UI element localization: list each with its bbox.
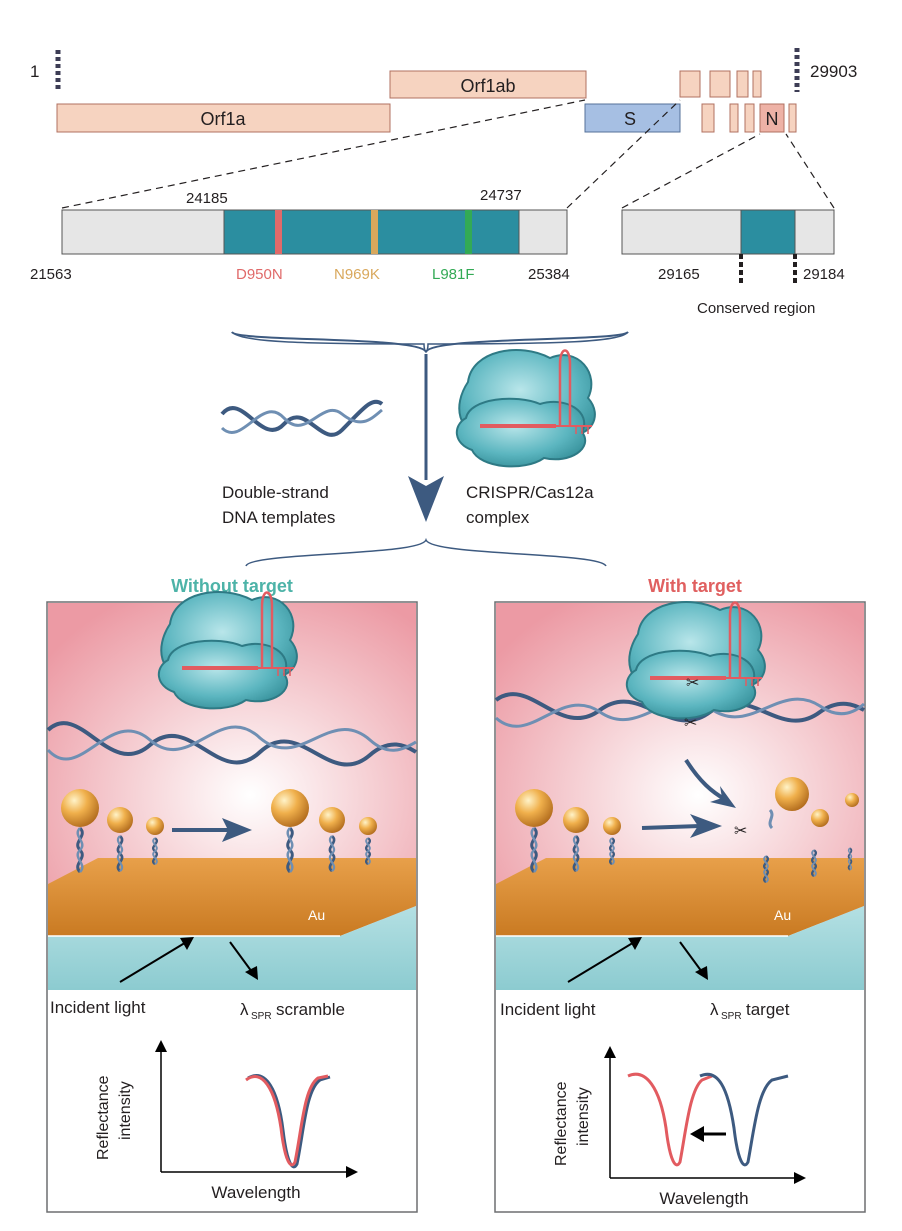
n-region-markers [739, 254, 797, 286]
left-gold-film [48, 858, 416, 936]
right-reflected-arrow [679, 941, 703, 973]
upper-brace-left [231, 331, 427, 353]
right-panel: Au ✂ ✂ ✂ Incident light λ S [494, 600, 866, 1213]
left-incident-arrow [119, 940, 189, 983]
orf1ab-label: Orf1ab [460, 76, 515, 96]
left-lambda-subscript: SPR [251, 1011, 272, 1022]
s-gene-label: S [624, 109, 636, 129]
n-detail-bar [621, 209, 835, 255]
left-incident-arrowhead [180, 937, 194, 950]
s-right-pos-label: 25384 [528, 266, 570, 283]
left-xlabel: Wavelength [211, 1183, 300, 1202]
orf1a-box [56, 103, 391, 133]
right-reflectance-plot: Reflectance intensity Wavelength [553, 1046, 806, 1208]
left-incident-label: Incident light [50, 998, 146, 1017]
mutation-l981f-marker [465, 210, 472, 254]
zoom-lines [61, 99, 835, 209]
mutation-n969k-marker [371, 210, 378, 254]
right-shift-arrowhead [690, 1126, 704, 1142]
right-panel-title: With target [648, 576, 742, 596]
left-panel: Au Incident light λ SPR scramble [46, 590, 418, 1213]
right-incident-arrow [567, 940, 637, 983]
n-conserved-region [740, 209, 796, 255]
s-left-pos-label: 21563 [30, 266, 72, 283]
s-region-start-label: 24185 [186, 190, 228, 207]
s-gene-detail: 24185 24737 21563 25384 D950N N969K L981… [30, 187, 570, 283]
n-left-pos-label: 29165 [658, 266, 700, 283]
lower-brace [245, 537, 607, 567]
right-cleave-arrowhead [710, 786, 736, 808]
s-region-end-label: 24737 [480, 187, 522, 204]
right-process-arrowhead [690, 814, 722, 838]
genome-end-label: 29903 [810, 62, 857, 81]
genome-map: 1 29903 Orf1a Orf1ab S N [30, 48, 857, 209]
right-reflected-arrowhead [695, 966, 708, 980]
left-process-arrowhead [222, 818, 252, 842]
n-conserved-caption: Conserved region [697, 300, 815, 317]
left-reflectance-plot: Reflectance intensity Wavelength [95, 1040, 358, 1202]
left-lambda-symbol: λ [240, 1000, 249, 1019]
n-right-pos-label: 29184 [803, 266, 845, 283]
right-lambda-subscript: SPR [721, 1011, 742, 1022]
mutation-n969k-label: N969K [334, 266, 380, 283]
scissors-icon: ✂ [686, 673, 699, 692]
dna-label-line1: Double-strand [222, 483, 329, 502]
right-probes [515, 777, 859, 884]
right-process-arrow [641, 824, 701, 830]
orf1ab-box [389, 70, 587, 99]
right-incident-label: Incident light [500, 1000, 596, 1019]
left-crispr-complex [156, 590, 299, 711]
n-gene-detail: 29165 29184 Conserved region [621, 209, 845, 317]
right-ylabel-line1: Reflectance [553, 1081, 570, 1166]
n-gene-label: N [766, 109, 779, 129]
left-ylabel-line2: intensity [117, 1081, 134, 1140]
mutation-d950n-label: D950N [236, 266, 283, 283]
right-incident-arrowhead [628, 937, 642, 950]
left-curve-sample [245, 1074, 329, 1167]
right-au-label: Au [774, 907, 791, 923]
orf1a-label: Orf1a [200, 109, 246, 129]
mutation-d950n-marker [275, 210, 282, 254]
n-gene-box [759, 103, 785, 133]
left-ylabel-line1: Reflectance [95, 1075, 112, 1160]
upper-brace-right [425, 331, 629, 353]
mutation-l981f-label: L981F [432, 266, 475, 283]
right-curve-scramble [699, 1072, 789, 1167]
genome-start-label: 1 [30, 62, 39, 81]
crispr-label-line1: CRISPR/Cas12a [466, 483, 594, 502]
s-gene-box [584, 103, 681, 133]
left-lambda-suffix: scramble [276, 1000, 345, 1019]
right-crispr-complex [624, 600, 767, 721]
dna-label-line2: DNA templates [222, 508, 335, 527]
right-lambda-suffix: target [746, 1000, 790, 1019]
flow-arrow-head [408, 476, 444, 522]
scissors-icon: ✂ [734, 821, 747, 840]
crispr-label-line2: complex [466, 508, 530, 527]
dna-template-illustration [220, 399, 384, 437]
right-lambda-symbol: λ [710, 1000, 719, 1019]
left-panel-title: Without target [171, 576, 293, 596]
right-gold-film [496, 858, 864, 936]
left-reflected-arrowhead [245, 966, 258, 980]
left-au-label: Au [308, 907, 325, 923]
scissors-icon: ✂ [684, 713, 697, 732]
left-reflected-arrow [229, 941, 253, 973]
right-ylabel-line2: intensity [575, 1087, 592, 1146]
left-long-dna [46, 721, 418, 767]
right-curve-target [627, 1072, 713, 1167]
left-probes [61, 789, 377, 874]
right-xlabel: Wavelength [659, 1189, 748, 1208]
crispr-complex-illustration [454, 348, 597, 469]
accessory-genes [679, 70, 797, 133]
